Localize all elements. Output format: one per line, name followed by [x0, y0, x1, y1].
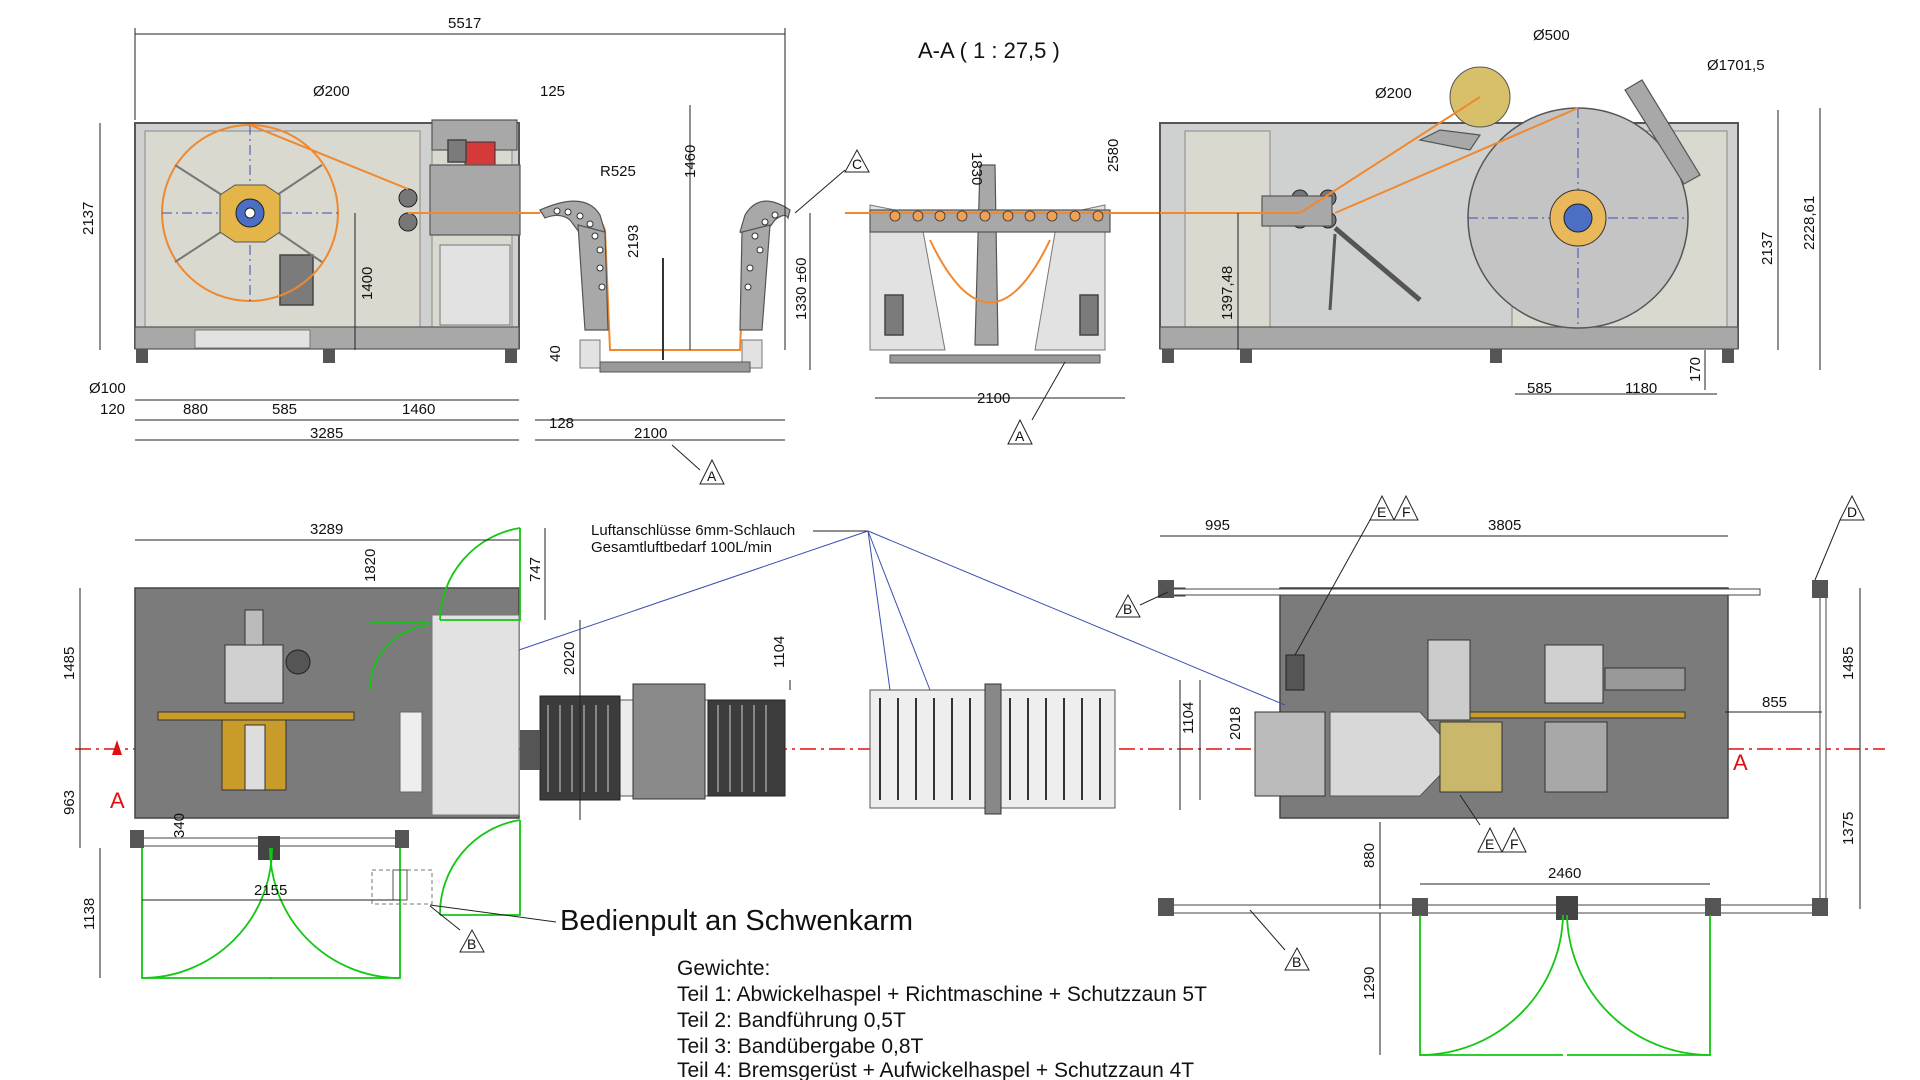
- dim-5517: 5517: [448, 15, 481, 32]
- weight-item-3: Teil 3: Bandübergabe 0,8T: [677, 1035, 924, 1058]
- callouts: A A C B B B D E F E F: [429, 148, 1865, 971]
- uncoiler-plan-view: [130, 527, 521, 979]
- strip-guide-plan-view: [520, 683, 786, 801]
- callout-f2: F: [1510, 836, 1519, 852]
- dim-2155: 2155: [254, 882, 287, 899]
- strip-transfer-side-view: [845, 164, 1160, 364]
- dim-1375: 1375: [1840, 812, 1857, 845]
- callout-e1: E: [1377, 504, 1386, 520]
- air-supply-note: Luftanschlüsse 6mm-Schlauch Gesamtluftbe…: [518, 522, 1286, 706]
- dim-170: 170: [1687, 357, 1704, 382]
- dim-585-left: 585: [272, 401, 297, 418]
- dim-2580: 2580: [1105, 139, 1122, 172]
- callout-b3: B: [1292, 954, 1301, 970]
- dim-2100-left: 2100: [634, 425, 667, 442]
- dim-2137-left: 2137: [80, 202, 97, 235]
- weight-item-2: Teil 2: Bandführung 0,5T: [677, 1009, 906, 1032]
- dim-128: 128: [549, 415, 574, 432]
- weights-list: Gewichte: Teil 1: Abwickelhaspel + Richt…: [677, 957, 1207, 1080]
- dim-1330: 1330 ±60: [793, 258, 810, 320]
- dim-747: 747: [527, 557, 544, 582]
- fence-top-right: [1159, 588, 1761, 596]
- door-swing-right: [1419, 915, 1563, 1056]
- dim-1180: 1180: [1625, 380, 1657, 397]
- dim-3289: 3289: [310, 521, 343, 538]
- dim-2228: 2228,61: [1801, 196, 1818, 250]
- strip-guide-side-view: [539, 200, 791, 373]
- weight-item-4: Teil 4: Bremsgerüst + Aufwickelhaspel + …: [677, 1059, 1194, 1080]
- dim-dia200-left: Ø200: [313, 83, 350, 100]
- dim-40: 40: [547, 345, 564, 362]
- callout-b1: B: [467, 936, 476, 952]
- dim-1460-top: 1460: [682, 145, 699, 178]
- callout-e2: E: [1485, 836, 1494, 852]
- dim-880-top: 880: [183, 401, 208, 418]
- dim-1104-b: 1104: [1180, 702, 1197, 734]
- section-title: A-A ( 1 : 27,5 ): [918, 38, 1060, 63]
- dim-1460-bottom: 1460: [402, 401, 435, 418]
- dim-1138: 1138: [81, 898, 98, 930]
- dim-dia100: Ø100: [89, 380, 126, 397]
- callout-b2: B: [1123, 601, 1132, 617]
- weight-item-1: Teil 1: Abwickelhaspel + Richtmaschine +…: [677, 983, 1207, 1006]
- section-mark-left: A: [110, 788, 125, 813]
- dim-963: 963: [61, 790, 78, 815]
- control-panel-note: Bedienpult an Schwenkarm: [560, 905, 913, 937]
- dim-1104-a: 1104: [771, 636, 788, 668]
- dim-995: 995: [1205, 517, 1230, 534]
- callout-d: D: [1847, 504, 1857, 520]
- dim-r525: R525: [600, 163, 636, 180]
- dim-2193: 2193: [625, 225, 642, 258]
- dim-340: 340: [171, 813, 188, 838]
- weights-heading: Gewichte:: [677, 957, 770, 980]
- plan-dimension-lines: [79, 528, 1861, 1055]
- dim-1830: 1830: [968, 152, 985, 185]
- dim-120: 120: [100, 401, 125, 418]
- door-swing-top: [440, 528, 521, 621]
- dim-2137-right: 2137: [1759, 232, 1776, 265]
- dim-125: 125: [540, 83, 565, 100]
- air-note-line2: Gesamtluftbedarf 100L/min: [591, 539, 772, 556]
- dim-2100-mid: 2100: [977, 390, 1010, 407]
- callout-a2: A: [1015, 428, 1025, 444]
- callout-c: C: [852, 156, 862, 172]
- dim-585-right: 585: [1527, 380, 1552, 397]
- air-note-line1: Luftanschlüsse 6mm-Schlauch: [591, 522, 795, 539]
- recoiler-side-view: [1159, 66, 1739, 363]
- dim-2460: 2460: [1548, 865, 1581, 882]
- top-dimension-lines: [99, 28, 1821, 441]
- dim-dia1701: Ø1701,5: [1707, 57, 1765, 74]
- uncoiler-side-view: [134, 119, 540, 363]
- dim-1290: 1290: [1361, 967, 1378, 1000]
- dim-dia200-right: Ø200: [1375, 85, 1412, 102]
- callout-a1: A: [707, 468, 717, 484]
- dim-2020: 2020: [561, 642, 578, 675]
- dim-1485-right: 1485: [1840, 647, 1857, 680]
- dim-1820: 1820: [362, 549, 379, 582]
- dim-1400: 1400: [359, 267, 376, 300]
- dim-855: 855: [1762, 694, 1787, 711]
- control-panel-outline: [371, 869, 433, 905]
- dim-880-bottom: 880: [1361, 843, 1378, 868]
- section-mark-right: A: [1733, 750, 1748, 775]
- dim-3805: 3805: [1488, 517, 1521, 534]
- strip-transfer-plan-view: [869, 683, 1116, 815]
- dim-3285: 3285: [310, 425, 343, 442]
- recoiler-plan-view: [1158, 580, 1828, 1056]
- dim-2018: 2018: [1227, 707, 1244, 740]
- dim-dia500: Ø500: [1533, 27, 1570, 44]
- door-swing-left-a: [141, 848, 272, 979]
- callout-f1: F: [1402, 504, 1411, 520]
- dim-1485-left: 1485: [61, 647, 78, 680]
- dim-1397: 1397,48: [1219, 266, 1236, 320]
